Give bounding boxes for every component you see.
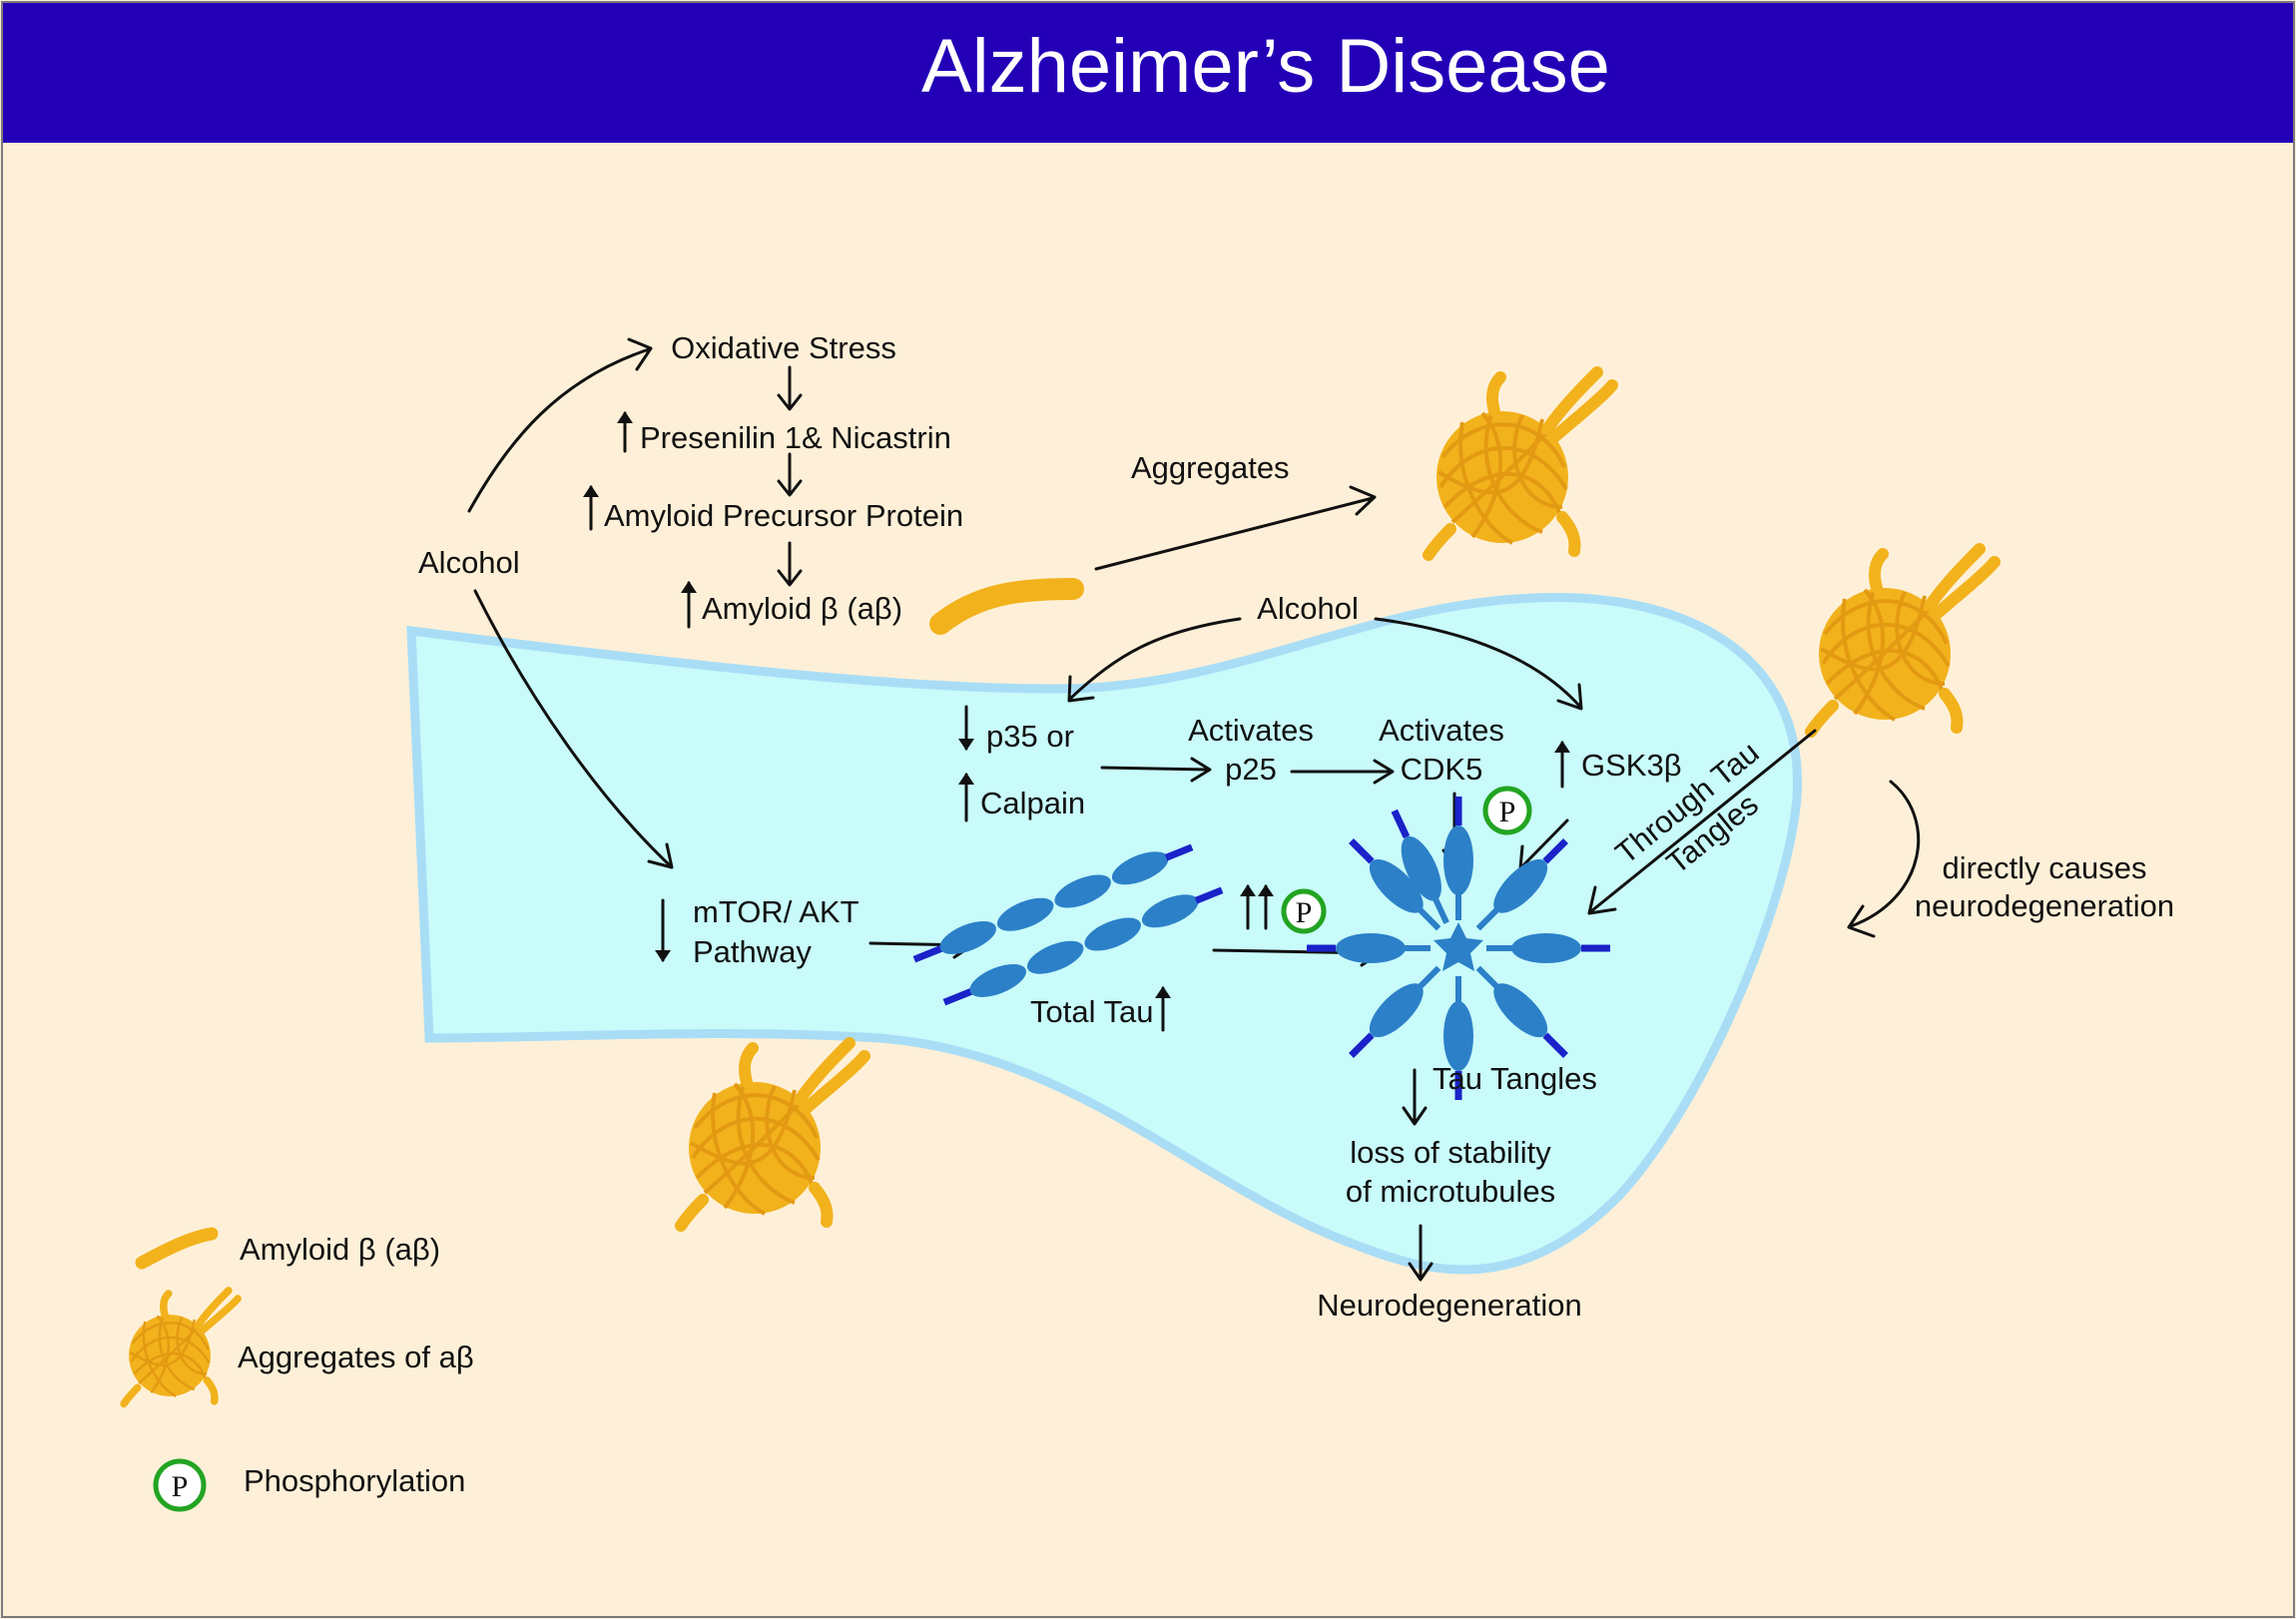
up-arrow-icon (583, 485, 599, 531)
label-amyloid-precursor-protein: Amyloid Precursor Protein (604, 498, 963, 533)
arrowhead (1587, 885, 1617, 915)
down-arrow-icon (1408, 1224, 1434, 1282)
legend-amyloid-icon (135, 1227, 219, 1270)
arrow-alcohol-to-p35 (1068, 617, 1242, 701)
legend-aggregates-label: Aggregates of aβ (238, 1340, 474, 1374)
label-gsk3b: GSK3β (1581, 748, 1682, 783)
legend-phosphorylation-icon: P (153, 1458, 207, 1512)
arrow-alcohol-to-gsk3b (1374, 617, 1582, 709)
arrow-to-aggregates (1094, 496, 1375, 571)
label-cdk5: CDK5 (1401, 752, 1483, 787)
label-calpain: Calpain (980, 786, 1085, 820)
phosphorylation-icon: P (1482, 786, 1532, 835)
arrow-to-p25 (1100, 766, 1210, 772)
down-arrow-icon (777, 541, 803, 587)
legend-amyloid-label: Amyloid β (aβ) (240, 1232, 440, 1267)
arrow-directly-causes (1849, 780, 1921, 928)
up-arrow-icon (1554, 741, 1570, 789)
arrowhead (1067, 675, 1095, 703)
arrow-alcohol-to-mtor (473, 589, 673, 868)
arrowhead (1556, 683, 1583, 711)
svg-text:P: P (1296, 896, 1313, 929)
down-arrow-icon (958, 705, 974, 751)
label-activates-cdk5: Activates (1379, 713, 1504, 748)
label-presenilin: Presenilin 1& Nicastrin (640, 420, 951, 455)
label-oxidative-stress: Oxidative Stress (671, 330, 896, 365)
up-arrow-icon (681, 581, 697, 629)
label-p35: p35 or (986, 719, 1074, 754)
legend-phosphorylation-label: Phosphorylation (244, 1463, 465, 1498)
svg-text:P: P (1499, 796, 1516, 828)
arrowhead (1847, 904, 1876, 938)
amyloid-beta-fiber (929, 578, 1084, 635)
down-arrow-icon (777, 365, 803, 411)
arrowhead (1349, 485, 1377, 516)
tau-tangle (1307, 797, 1610, 1100)
arrowhead (1373, 759, 1395, 785)
svg-text:P: P (172, 1470, 189, 1503)
label-amyloid-beta: Amyloid β (aβ) (702, 591, 902, 626)
label-mtor: mTOR/ AKT (693, 894, 860, 929)
phosphorylation-icon: P (1281, 888, 1327, 934)
double-up-arrow-icon (1240, 884, 1274, 930)
label-alcohol-left: Alcohol (418, 545, 520, 580)
arrow-through-tau-tangles (1589, 729, 1817, 913)
label-loss-of-stability: loss of stability (1350, 1135, 1551, 1170)
arrowhead (1190, 757, 1212, 783)
tau-protein-strands (912, 843, 1224, 1006)
arrow-alcohol-to-oxidative-stress (467, 347, 651, 513)
down-arrow-icon (777, 452, 803, 497)
up-arrow-icon (617, 411, 633, 453)
down-arrow-icon (1402, 1068, 1428, 1126)
label-pathway: Pathway (693, 934, 812, 969)
label-alcohol-center: Alcohol (1257, 591, 1359, 626)
up-arrow-icon (1155, 986, 1171, 1032)
label-neurodegeneration: Neurodegeneration (1317, 1288, 1581, 1323)
page-title: Alzheimer’s Disease (921, 24, 1610, 109)
legend: Amyloid β (aβ) Aggregates of aβ P Phosph… (124, 1227, 474, 1512)
label-activates-p25: Activates (1188, 713, 1314, 748)
label-aggregates: Aggregates (1131, 450, 1290, 485)
label-of-microtubules: of microtubules (1346, 1174, 1555, 1209)
arrow-gsk3b-to-tangles (1520, 818, 1569, 868)
title-bar (3, 3, 2293, 143)
label-tau-tangles: Tau Tangles (1433, 1061, 1597, 1096)
arrowhead (627, 337, 653, 371)
up-arrow-icon (958, 773, 974, 822)
arrowhead (647, 842, 674, 869)
label-directly-causes: directly causes (1942, 850, 2146, 885)
label-p25: p25 (1225, 752, 1277, 787)
label-total-tau: Total Tau (1030, 994, 1154, 1029)
down-arrow-icon (655, 898, 671, 962)
label-neurodegeneration-right: neurodegeneration (1915, 888, 2174, 923)
